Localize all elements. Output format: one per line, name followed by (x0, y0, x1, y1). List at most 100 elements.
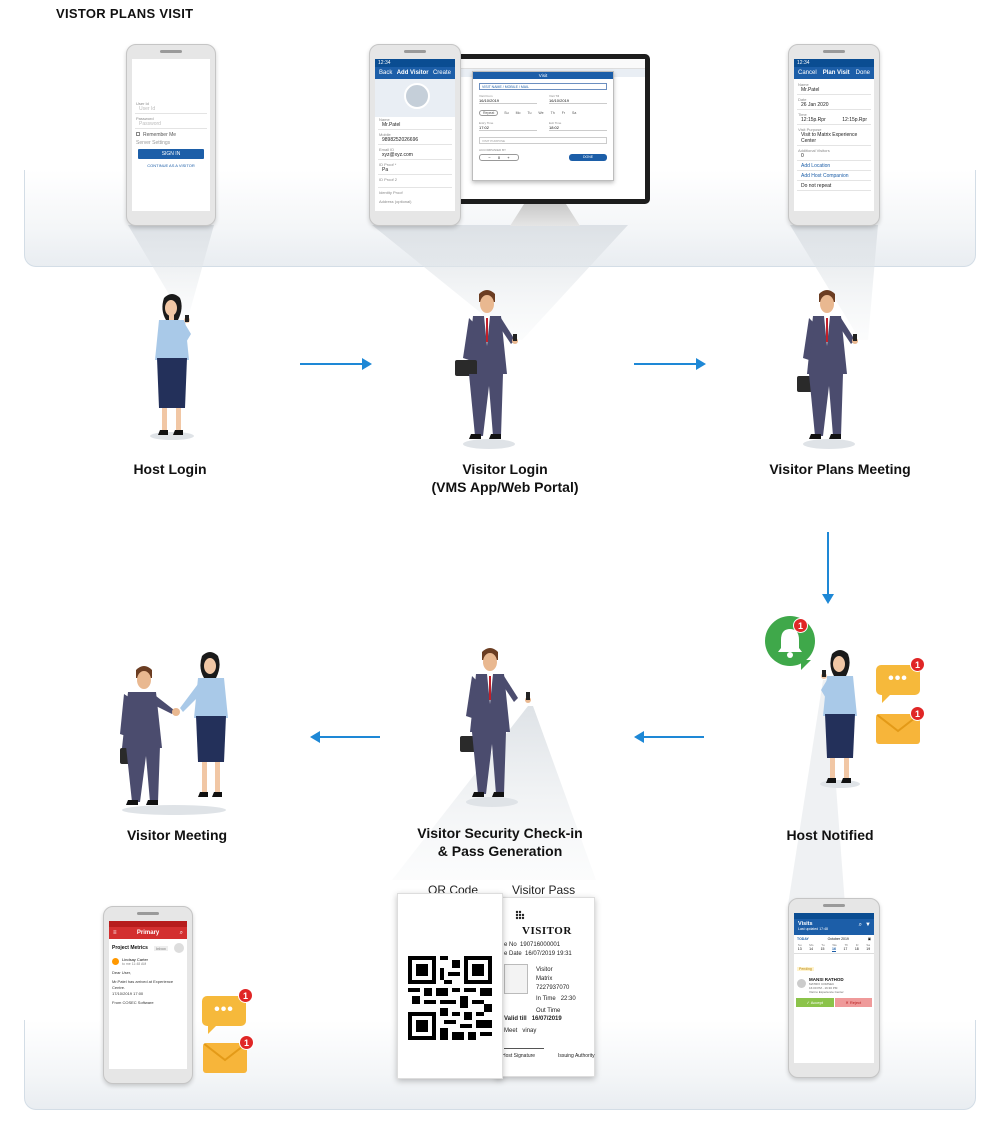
identity-proof-label: Identity Proof (379, 190, 403, 195)
day-we[interactable]: We (538, 111, 544, 115)
add-visitor-appbar: Back Add Visitor Create (375, 67, 455, 79)
visit-search-field[interactable]: VISIT NAME / MOBILE / MAIL (479, 83, 607, 90)
date-19[interactable]: 19 (866, 947, 871, 951)
calendar-icon[interactable]: ▣ (867, 937, 871, 941)
email-body-date: 17/10/2019 17:00 (112, 991, 144, 996)
date-17[interactable]: 17 (843, 947, 848, 951)
date-15[interactable]: 15 (820, 947, 825, 951)
day-mo[interactable]: Mo (515, 111, 521, 115)
meeting-figures (120, 652, 228, 815)
visitor-time: 16:00 PM - 16:30 PM (809, 986, 838, 990)
add-visitor-phone: 12:34 Back Add Visitor Create Name Mr.Pa… (369, 44, 461, 226)
entry-time-field[interactable]: Entry Time 17:02 (479, 121, 537, 131)
email-folder: Primary (136, 930, 160, 936)
remember-me-label: Remember Me (143, 132, 177, 138)
weekday-mo: Mo (809, 943, 814, 947)
server-settings-link[interactable]: Server Settings (136, 140, 171, 146)
email-field[interactable]: xyz@xyz.com (378, 152, 452, 160)
visit-till-label: Visit Till (549, 94, 560, 98)
date-field[interactable]: 26 Jan 2020 (797, 102, 871, 110)
id-proof-2-field[interactable] (378, 182, 452, 188)
pending-badge: Pending (797, 967, 814, 971)
avatar[interactable] (404, 83, 430, 109)
repeat-toggle[interactable]: Repeat (479, 110, 499, 116)
add-location-link[interactable]: Add Location (797, 163, 871, 171)
mobile-field[interactable]: 9898252026696 (378, 137, 452, 145)
search-icon[interactable]: ⌕ (858, 922, 862, 928)
back-button[interactable]: Back (379, 70, 393, 76)
step-visitor-plans: Visitor Plans Meeting (769, 461, 911, 477)
phone-speaker (823, 50, 845, 53)
day-su[interactable]: Su (504, 111, 509, 115)
add-visitor-screen: 12:34 Back Add Visitor Create Name Mr.Pa… (375, 59, 455, 211)
menu-icon[interactable]: ≡ (113, 930, 117, 936)
stepper-plus-icon[interactable]: + (507, 155, 510, 160)
user-id-input[interactable]: User Id (135, 106, 207, 114)
entry-time-label: Entry Time (479, 121, 494, 125)
id-proof-field[interactable]: Pa (378, 167, 452, 175)
search-icon[interactable]: ⌕ (179, 929, 183, 936)
phone-speaker (160, 50, 182, 53)
id-proof-2-label: ID Proof 2 (379, 177, 398, 182)
star-icon[interactable] (174, 943, 184, 953)
email-sender: Lindsay Carter (122, 957, 149, 962)
cancel-button[interactable]: Cancel (798, 70, 817, 76)
continue-visitor-link[interactable]: CONTINUE AS A VISITOR (147, 163, 195, 168)
sign-in-button[interactable]: SIGN IN (138, 149, 204, 159)
bell-badge: 1 (793, 618, 808, 633)
pass-meet-label: Meet (504, 1028, 518, 1034)
date-14[interactable]: 14 (809, 947, 814, 951)
name-field[interactable]: Mr.Patel (378, 122, 452, 130)
exit-time-field[interactable]: Exit Time 18:02 (549, 121, 607, 131)
visit-purpose-field[interactable]: VISIT PURPOSE (479, 137, 607, 144)
checkin-visitor-figure (460, 648, 531, 807)
step-host-notified: Host Notified (786, 827, 874, 843)
arrow-host-to-visitor (300, 358, 372, 370)
step-host-login: Host Login (133, 461, 207, 477)
email-label: Email ID (379, 147, 395, 152)
additional-visitors-label: Additional Visitors (798, 148, 830, 153)
step-visitor-login-line2: (VMS App/Web Portal) (431, 479, 579, 495)
day-sa[interactable]: Sa (572, 111, 577, 115)
stepper-minus-icon[interactable]: − (488, 155, 491, 160)
arrow-notified-to-checkin (634, 731, 704, 743)
time-field[interactable]: 12:15p.Rpr 12:15p.Rpr (797, 117, 871, 125)
visitor-man-figure (455, 290, 518, 449)
user-id-label: User Id (136, 101, 149, 106)
password-input[interactable]: Password (135, 121, 207, 129)
qr-code-icon (408, 956, 492, 1040)
date-18[interactable]: 18 (854, 947, 859, 951)
address-label: Address (optional) (379, 199, 412, 204)
date-13[interactable]: 13 (797, 947, 802, 951)
additional-visitors-field[interactable]: 0 (797, 153, 871, 161)
purpose-field[interactable]: Visit to Matrix Experience Center (797, 132, 871, 146)
create-button[interactable]: Create (432, 70, 451, 76)
visit-request-item[interactable]: MANSI RATHOD MATRIX COMSEC 16:00 PM - 16… (794, 975, 874, 996)
filter-icon[interactable]: ▼ (865, 922, 871, 928)
weekday-su: Su (797, 943, 802, 947)
visits-status-bar (794, 913, 874, 919)
visit-till-field[interactable]: Visit Till 16/10/2019 (549, 94, 607, 104)
reject-button[interactable]: ✕ Reject (834, 998, 872, 1007)
plan-done-button[interactable]: Done (855, 70, 870, 76)
step-checkin-line2: & Pass Generation (437, 843, 563, 859)
accompanied-stepper[interactable]: − 0 + (479, 154, 519, 161)
day-fr[interactable]: Fr (561, 111, 566, 115)
chat-badge-right: 1 (910, 657, 925, 672)
pass-valid-row: Valid till 16/07/2019 (504, 1016, 562, 1022)
done-button[interactable]: DONE (569, 154, 607, 161)
add-companion-link[interactable]: Add Host Companion (797, 173, 871, 181)
plan-visit-appbar: Cancel Plan Visit Done (794, 67, 874, 79)
visit-from-field[interactable]: Visit From 16/10/2019 (479, 94, 537, 104)
repeat-option[interactable]: Do not repeat (797, 183, 871, 191)
visitor-company: MATRIX COMSEC (809, 982, 835, 986)
name-field[interactable]: Mr.Patel (797, 87, 871, 95)
date-16[interactable]: 16 (832, 947, 836, 952)
accept-button[interactable]: ✓ Accept (796, 998, 834, 1007)
reject-label: Reject (849, 1000, 862, 1005)
day-th[interactable]: Th (550, 111, 555, 115)
day-tu[interactable]: Tu (527, 111, 532, 115)
time-to: 12:15p.Rpr (842, 117, 867, 123)
today-button[interactable]: TODAY (797, 937, 809, 941)
remember-me-checkbox[interactable]: Remember Me (132, 131, 210, 139)
